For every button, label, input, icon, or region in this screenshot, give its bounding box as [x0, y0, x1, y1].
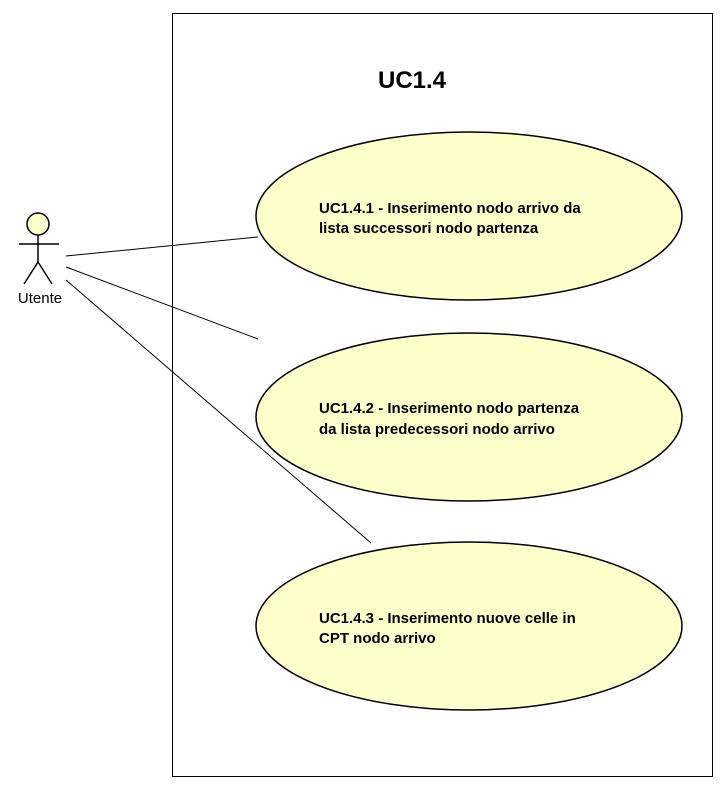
use-case-1-line-1: UC1.4.1 - Inserimento nodo arrivo da — [319, 200, 581, 217]
use-case-3[interactable]: UC1.4.3 - Inserimento nuove celle in CPT… — [255, 541, 683, 711]
use-case-3-ellipse — [255, 541, 683, 711]
use-case-3-line-1: UC1.4.3 - Inserimento nuove celle in — [319, 610, 576, 627]
association-line-1 — [65, 236, 259, 257]
use-case-1-line-2: lista successori nodo partenza — [319, 220, 539, 237]
system-title: UC1.4 — [378, 67, 447, 94]
actor-left-leg — [23, 261, 39, 285]
use-case-2[interactable]: UC1.4.2 - Inserimento nodo partenza da l… — [255, 332, 683, 502]
use-case-3-line-2: CPT nodo arrivo — [319, 630, 436, 647]
association-line-3 — [65, 279, 372, 544]
use-case-1-ellipse — [255, 131, 683, 301]
actor-utente[interactable]: Utente — [18, 212, 62, 307]
use-case-2-ellipse — [255, 332, 683, 502]
association-line-2 — [65, 266, 259, 340]
actor-label: Utente — [18, 290, 62, 307]
use-case-2-line-1: UC1.4.2 - Inserimento nodo partenza — [319, 400, 580, 417]
use-case-2-line-2: da lista predecessori nodo arrivo — [319, 421, 555, 438]
actor-head — [26, 212, 50, 236]
use-case-1[interactable]: UC1.4.1 - Inserimento nodo arrivo da lis… — [255, 131, 683, 301]
actor-right-leg — [37, 261, 53, 285]
